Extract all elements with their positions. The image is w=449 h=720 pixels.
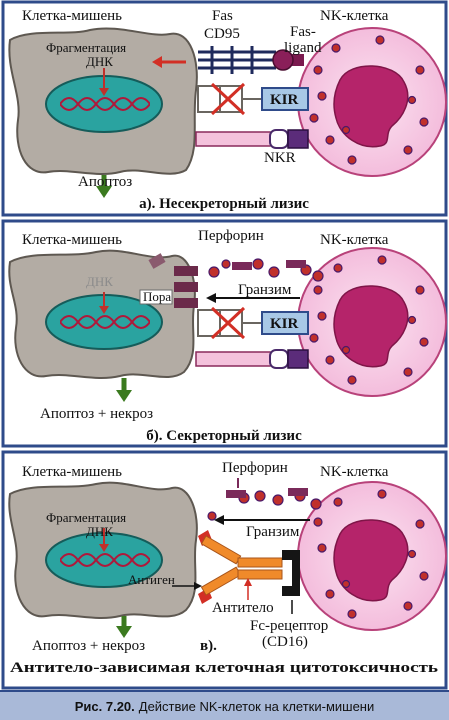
- dna-fragmentation-label-line1-a: Фрагментация: [46, 40, 126, 55]
- nkr-ligand-b: [195, 351, 276, 367]
- kir-box-b: [261, 311, 309, 335]
- panel-c-title: Антитело-зависимая клеточная цитотоксичн…: [10, 660, 438, 676]
- antigen-label-c: Антиген: [128, 572, 175, 587]
- figure-caption: Рис. 7.20. Действие NK-клеток на клетки-…: [0, 690, 449, 720]
- perforin-label-b: Перфорин: [198, 228, 264, 244]
- granzyme-arrow-head-b: [206, 293, 216, 303]
- nk-nucleus-c: [333, 519, 409, 602]
- kir-box-a: [261, 87, 309, 111]
- nkr-receptor-a: [287, 129, 309, 149]
- perforin-pore-top-b: [174, 266, 198, 276]
- inhibition-cross-2-b: [210, 306, 246, 340]
- granules-released-b: [208, 258, 324, 282]
- antibody-label-c: Антитело: [212, 600, 274, 616]
- perforin-molecule-2-c: [288, 488, 308, 496]
- apoptosis-arrow-head-a: [96, 186, 112, 198]
- pore-label-box-b: [139, 289, 173, 305]
- antibody-c: [200, 535, 283, 596]
- antibody-pointer-head-c: [244, 578, 252, 586]
- granzyme-arrow-head-c: [214, 515, 224, 525]
- panel-c-frame: [1, 450, 448, 690]
- nk-granules-c: [313, 489, 429, 619]
- nkr-link-a: [269, 129, 289, 149]
- figure-caption-text: Действие NK-клеток на клетки-мишени: [138, 698, 375, 714]
- target-cell-label-b: Клетка-мишень: [22, 232, 122, 248]
- dna-fragmentation-label-line2-c: ДНК: [86, 524, 113, 539]
- inhibition-cross-2-a: [210, 82, 246, 116]
- apoptosis-arrow-head-c: [116, 626, 132, 638]
- fas-label-line2-a: CD95: [204, 26, 240, 42]
- panel-c: Клетка-мишень NK-клетка Перфорин Гранзим…: [8, 460, 447, 676]
- granzyme-label-b: Гранзим: [238, 282, 292, 298]
- fas-ligand-label-line2-a: ligand: [284, 40, 322, 56]
- nk-granules-a: [309, 35, 429, 165]
- fas-receptor-a: [198, 46, 276, 74]
- nkr-link-b: [269, 349, 289, 369]
- outcome-label-b: Апоптоз + некроз: [40, 406, 153, 422]
- antigen-pointer-head-c: [194, 582, 202, 590]
- nk-cell-label-c: NK-клетка: [320, 464, 389, 480]
- nkr-receptor-b: [287, 349, 309, 369]
- panel-b: Пора Клетка-мишень NK-клетка Перфорин Гр…: [8, 228, 447, 444]
- dna-arrow-head-a: [99, 88, 109, 96]
- target-cell-label-c: Клетка-мишень: [22, 464, 122, 480]
- perforin-molecule-1-b: [148, 253, 166, 269]
- perforin-pore-mid-b: [174, 282, 198, 292]
- nkr-label-a: NKR: [264, 150, 296, 166]
- fas-ligand-label-line1-a: Fas-: [290, 24, 316, 40]
- fas-signal-arrow-head-a: [152, 56, 162, 68]
- perforin-molecule-1-c: [226, 490, 246, 498]
- panel-a: Клетка-мишень NK-клетка Fas CD95 Fas- li…: [8, 8, 447, 212]
- fc-receptor-label-line2-c: (CD16): [262, 634, 308, 650]
- nk-cell-label-b: NK-клетка: [320, 232, 389, 248]
- outcome-label-a: Апоптоз: [78, 174, 132, 190]
- fas-label-line1-a: Fas: [212, 8, 233, 24]
- perforin-label-c: Перфорин: [222, 460, 288, 476]
- outcome-label-c: Апоптоз + некроз: [32, 638, 145, 654]
- panel-c-letter: в).: [200, 638, 217, 654]
- target-cell-label-a: Клетка-мишень: [22, 8, 122, 24]
- nkr-ligand-a: [195, 131, 276, 147]
- dna-label-b: ДНК: [86, 274, 113, 289]
- apoptosis-arrow-head-b: [116, 390, 132, 402]
- kir-label-b: KIR: [270, 316, 299, 332]
- nk-nucleus-b: [333, 285, 409, 368]
- panel-a-title: а). Несекреторный лизис: [139, 196, 309, 212]
- kir-label-a: KIR: [270, 92, 299, 108]
- nk-nucleus-a: [333, 65, 409, 148]
- panel-b-title: б). Секреторный лизис: [146, 428, 302, 444]
- figure-number: Рис. 7.20.: [74, 698, 135, 714]
- fc-receptor-c: [282, 550, 300, 596]
- granzyme-label-c: Гранзим: [246, 524, 300, 540]
- dna-arrow-head-b: [99, 306, 109, 314]
- dna-arrow-head-c: [99, 544, 109, 552]
- dna-fragmentation-label-line2-a: ДНК: [86, 54, 113, 69]
- nk-cell-label-a: NK-клетка: [320, 8, 389, 24]
- perforin-molecule-3-b: [286, 260, 306, 268]
- fc-receptor-label-line1-c: Fc-рецептор: [250, 618, 328, 634]
- pore-label-b: Пора: [143, 289, 171, 304]
- nk-granules-b: [309, 255, 429, 385]
- dna-fragmentation-label-line1-c: Фрагментация: [46, 510, 126, 525]
- diagram-canvas: Клетка-мишень NK-клетка Fas CD95 Fas- li…: [1, 0, 448, 690]
- perforin-molecule-2-b: [232, 262, 252, 270]
- perforin-pore-bottom-b: [174, 298, 198, 308]
- fas-ligand-a: [272, 49, 294, 71]
